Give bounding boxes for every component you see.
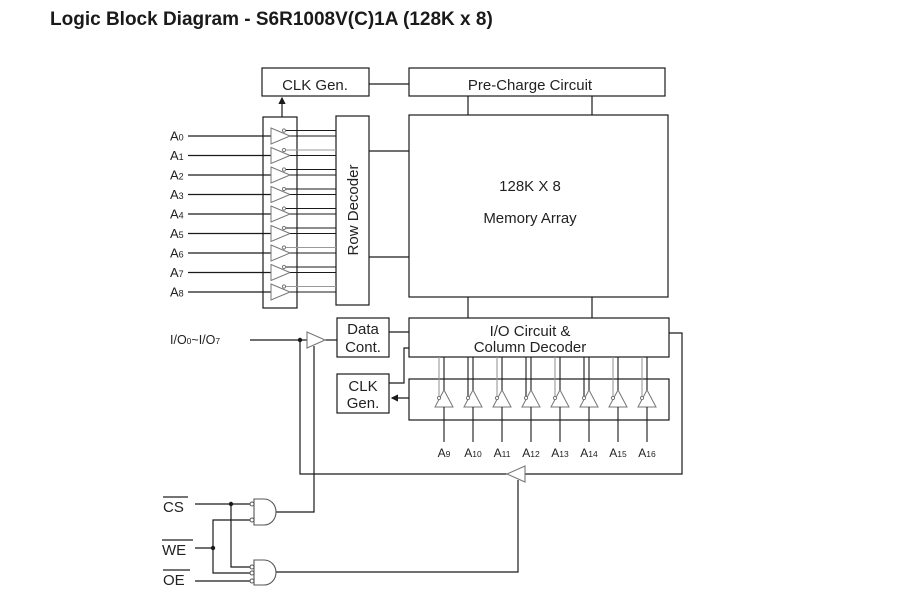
column-address-label: A11 <box>494 446 511 460</box>
inverter-bubble <box>281 264 287 270</box>
address-label: A6 <box>170 246 184 261</box>
inverter-bubble <box>249 578 255 584</box>
address-label: A4 <box>170 207 184 222</box>
memory-array-label-1: 128K X 8 <box>499 178 561 195</box>
memory-array-label-2: Memory Array <box>483 210 577 227</box>
gate2-to-buffer-wire <box>276 480 519 573</box>
io-circuit-label-1: I/O Circuit & <box>490 323 571 340</box>
address-buffer <box>270 127 292 145</box>
column-buffer-box <box>408 378 670 421</box>
clk-gen-top-label: CLK Gen. <box>282 77 348 94</box>
inverter-bubble <box>281 147 287 153</box>
inverter-bubble <box>281 186 287 192</box>
inverter-bubble <box>523 395 529 401</box>
io-feedback-wire <box>299 340 507 475</box>
junction-dot <box>210 545 216 551</box>
address-buffer <box>270 283 292 301</box>
address-label: A3 <box>170 187 184 202</box>
column-address-label: A14 <box>580 446 598 460</box>
pre-charge-box <box>408 67 666 97</box>
clk-gen-top-box <box>261 67 370 97</box>
clk-gen-bottom-box <box>336 373 390 414</box>
column-address-label: A12 <box>522 446 540 460</box>
inverter-bubble <box>436 395 442 401</box>
memory-array-box <box>408 114 669 298</box>
inverter-bubble <box>281 167 287 172</box>
address-label: A2 <box>170 168 184 183</box>
column-address-label: A16 <box>638 446 656 460</box>
address-buffer <box>270 244 292 262</box>
inverter-bubble <box>281 225 287 231</box>
inverter-bubble <box>249 570 255 576</box>
inverter-bubble <box>281 284 287 289</box>
cs-branch-wire <box>230 504 251 568</box>
address-buffer <box>270 185 292 204</box>
row-decoder-box <box>335 115 370 306</box>
address-label: A7 <box>170 265 184 280</box>
data-cont-label-1: Data <box>347 321 379 338</box>
inverter-bubble <box>249 564 255 570</box>
data-cont-box <box>336 317 390 358</box>
clk-gen-bottom-label-2: Gen. <box>347 395 380 412</box>
inverter-bubble <box>610 395 616 401</box>
row-decoder-label: Row Decoder <box>345 165 362 256</box>
inverter-bubble <box>465 395 471 401</box>
row-buffer-column <box>262 116 298 309</box>
column-address-label: A9 <box>438 446 451 460</box>
we-label: WE <box>162 542 186 559</box>
diagram-title: Logic Block Diagram - S6R1008V(C)1A (128… <box>50 9 493 30</box>
address-label: A1 <box>170 148 184 163</box>
io-circuit-label-2: Column Decoder <box>474 339 587 356</box>
inverter-bubble <box>249 517 255 523</box>
io-label: I/O0~I/O7 <box>170 333 220 347</box>
io-output-buffer <box>505 465 526 483</box>
oe-label: OE <box>163 572 185 589</box>
inverter-bubble <box>281 128 287 133</box>
junction-dot <box>228 501 234 507</box>
address-buffer <box>270 205 292 223</box>
address-buffer <box>270 224 292 243</box>
column-address-label: A10 <box>464 446 482 460</box>
gate1-to-buffer-wire <box>276 346 315 513</box>
address-buffer <box>270 166 292 184</box>
address-buffer <box>270 146 292 165</box>
inverter-bubble <box>639 395 645 401</box>
inverter-bubble <box>581 395 587 401</box>
io-circuit-box <box>408 317 670 358</box>
address-buffer <box>270 263 292 282</box>
clk-gen-bottom-label-1: CLK <box>348 378 377 395</box>
and-gate-read <box>253 559 277 586</box>
data-cont-label-2: Cont. <box>345 339 381 356</box>
io-input-buffer <box>306 331 327 349</box>
address-label: A5 <box>170 226 184 241</box>
inverter-bubble <box>552 395 558 401</box>
junction-dot <box>297 337 303 343</box>
cs-label: CS <box>163 499 184 516</box>
inverter-bubble <box>249 501 255 507</box>
pre-charge-label: Pre-Charge Circuit <box>468 77 593 94</box>
io-output-wire <box>525 332 683 475</box>
column-address-label: A13 <box>551 446 569 460</box>
inverter-bubble <box>281 245 287 250</box>
address-label: A8 <box>170 285 184 300</box>
address-label: A0 <box>170 129 184 144</box>
inverter-bubble <box>494 395 500 401</box>
column-address-label: A15 <box>609 446 627 460</box>
we-branch-wire <box>212 519 251 574</box>
and-gate-write <box>253 498 277 526</box>
inverter-bubble <box>281 206 287 211</box>
clk-gen-to-io-wire <box>389 347 409 384</box>
